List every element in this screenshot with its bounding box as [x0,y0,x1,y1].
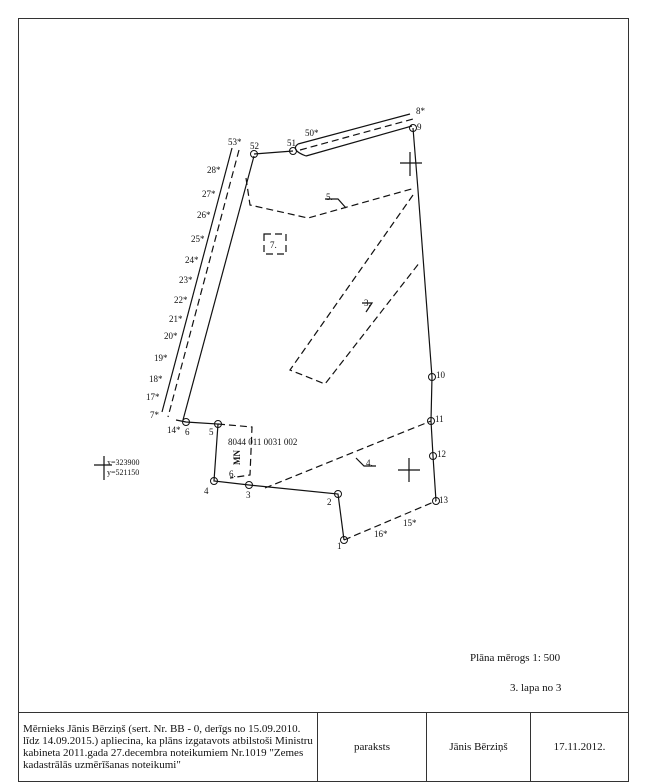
point-label: 20* [164,331,178,341]
area-label-6: 6. [229,469,236,479]
surveyor-name: Jānis Bērziņš [426,712,531,782]
point-label: 8* [416,106,426,116]
point-label: 15* [403,518,417,528]
left-strip-outer [161,147,233,413]
point-label: 22* [174,295,188,305]
point-label: 7* [150,410,160,420]
point-label: 12 [437,449,446,459]
date: 17.11.2012. [530,712,629,782]
area-7-box [263,233,287,255]
surveyor-statement: Mērnieks Jānis Bērziņš (sert. Nr. BB - 0… [18,712,318,782]
boundary-line [175,419,345,541]
coordinate-x: x=323900 [107,458,140,467]
grid-cross-icon [400,152,422,176]
top-strip-inner [305,125,413,157]
point-label: 53* [228,137,242,147]
point-label: 50* [305,128,319,138]
area-3-line [289,194,421,385]
point-label: 3 [246,490,251,500]
point-label: 2 [327,497,332,507]
point-label: 9 [417,122,422,132]
grid-cross-icon [94,456,112,480]
point-label: 24* [185,255,199,265]
area-4-line [264,420,432,489]
point-label: 28* [207,165,221,175]
area-5-line [245,177,416,219]
area-label-5: 5. [326,192,333,202]
page-number: 3. lapa no 3 [510,682,562,694]
point-label: 25* [191,234,205,244]
point-label: 1 [337,541,342,551]
grid-cross-icon [398,458,420,482]
point-label: 4 [204,486,209,496]
parcel-label: MN [232,450,242,465]
area-6-line [217,423,253,479]
point-label: 18* [149,374,163,384]
plan-scale: Plāna mērogs 1: 500 [470,652,561,664]
boundary-line [253,150,294,155]
point-label: 16* [374,529,388,539]
point-label: 5 [209,427,214,437]
point-label: 51 [287,138,296,148]
signature-table: Mērnieks Jānis Bērziņš (sert. Nr. BB - 0… [18,712,629,782]
point-label: 17* [146,392,160,402]
point-label: 13 [439,495,449,505]
dashed-strip-line [299,118,414,151]
point-label: 14* [167,425,181,435]
point-label: 27* [202,189,216,199]
point-label: 21* [169,314,183,324]
left-strip-inner [182,155,255,421]
point-label: 10 [436,370,446,380]
top-strip-outer [297,113,411,145]
point-label: 6 [185,427,190,437]
area-label-7: 7. [270,240,277,250]
coordinate-y: y=521150 [107,468,139,477]
point-label: 23* [179,275,193,285]
point-label: 11 [435,414,444,424]
boundary-dashed [343,500,437,541]
boundary-line [412,127,437,502]
area-label-4: 4. [366,458,373,468]
dashed-strip-line [167,149,240,418]
cadastral-number: 8044 011 0031 002 [228,437,297,447]
point-label: 52 [250,141,259,151]
survey-point-markers [182,124,440,544]
area-label-3: 3. [364,298,371,308]
point-label: 26* [197,210,211,220]
signature-label: paraksts [317,712,427,782]
cadastral-plan-drawing: 1 2 3 4 5 6 7* 8* 9 10 11 12 13 14* 15* … [94,106,449,551]
point-label: 19* [154,353,168,363]
